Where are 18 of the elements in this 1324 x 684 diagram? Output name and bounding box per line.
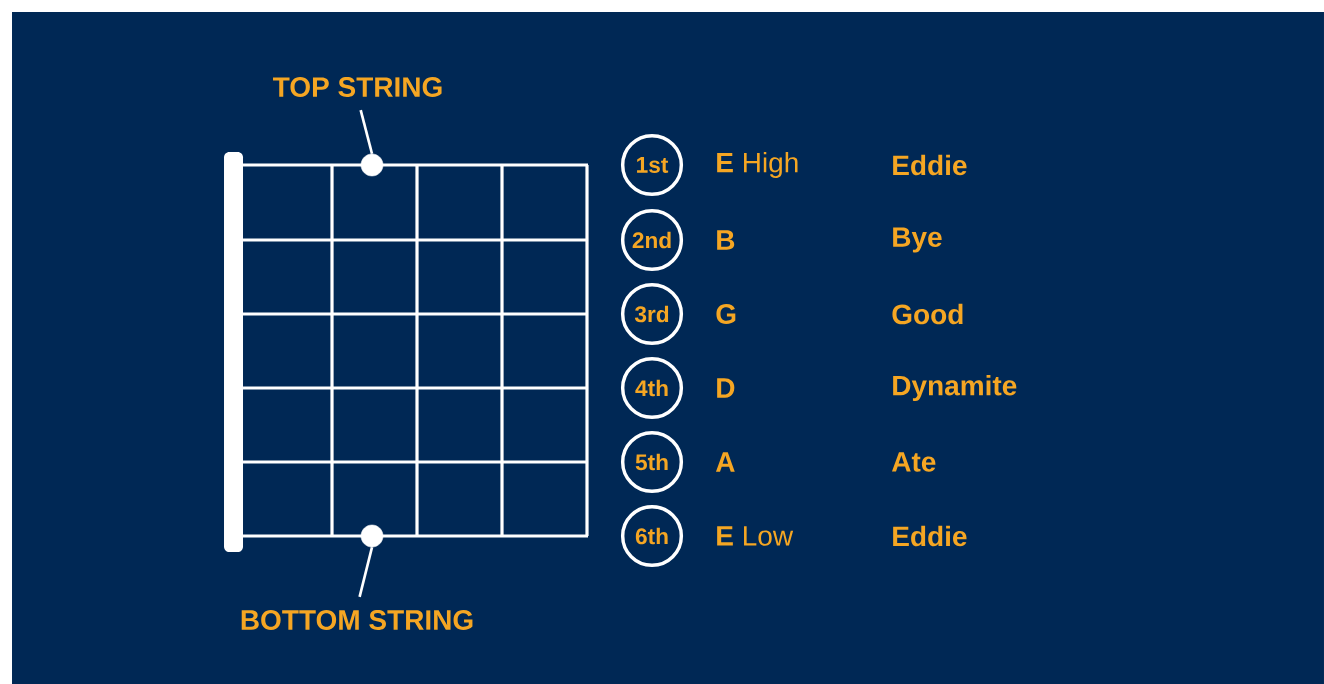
- mnemonic-word: Eddie: [893, 154, 967, 176]
- mnemonic-word: Good: [892, 303, 963, 325]
- note-name: E High: [717, 151, 798, 179]
- mnemonic-word: Ate: [891, 452, 936, 472]
- string-label: TOP STRING: [273, 77, 442, 97]
- string-dot: [360, 524, 384, 548]
- leader-line: [358, 546, 374, 598]
- note-name: A: [715, 452, 735, 472]
- mnemonic-word: Bye: [893, 227, 942, 253]
- note-name: E Low: [717, 526, 794, 546]
- mnemonic-word: Dynamite: [893, 374, 1017, 402]
- note-name: G: [716, 304, 736, 324]
- string-label: BOTTOM STRING: [241, 610, 473, 630]
- note-name: D: [717, 378, 735, 398]
- leader-line: [359, 109, 374, 155]
- note-name: B: [717, 230, 735, 250]
- string-dot: [360, 153, 384, 177]
- mnemonic-word: Eddie: [893, 525, 967, 547]
